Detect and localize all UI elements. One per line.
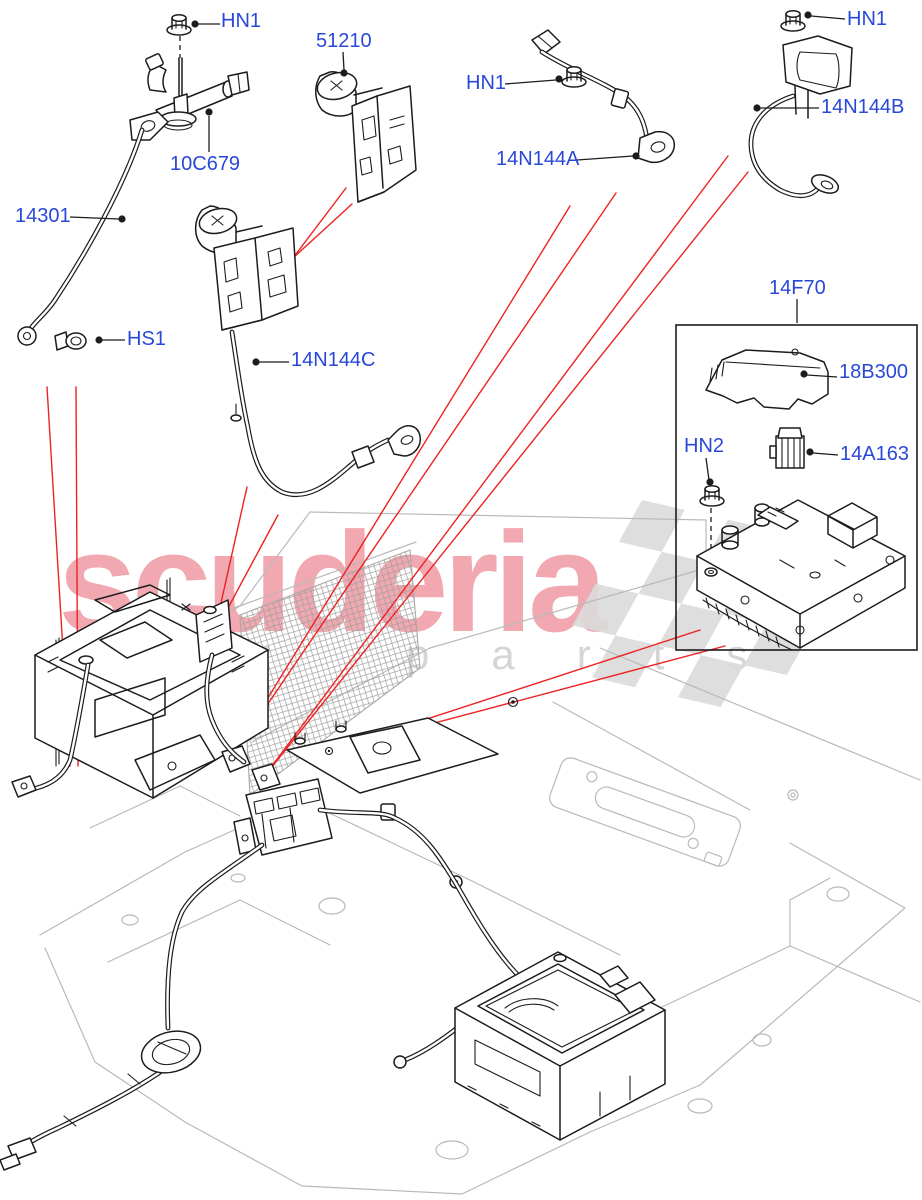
part-label-hn1-top-left: HN1 bbox=[221, 10, 262, 32]
part-label-14n144b: 14N144B bbox=[821, 96, 905, 118]
group-14f70 bbox=[675, 324, 918, 651]
part-label-hs1: HS1 bbox=[127, 328, 166, 350]
module-51210 bbox=[315, 71, 417, 203]
part-label-14301: 14301 bbox=[15, 205, 71, 227]
part-label-18b300: 18B300 bbox=[839, 361, 908, 383]
cable-14n144b bbox=[751, 10, 853, 197]
part-label-hn2: HN2 bbox=[684, 435, 725, 457]
cable-14301 bbox=[17, 130, 142, 346]
connector-14a163 bbox=[769, 427, 805, 469]
part-label-51210: 51210 bbox=[316, 30, 372, 52]
cable-14n144c bbox=[194, 205, 422, 495]
part-label-10c679: 10C679 bbox=[170, 153, 241, 175]
nut-hn2 bbox=[699, 485, 725, 507]
cover-18b300 bbox=[705, 348, 829, 410]
part-label-14n144c: 14N144C bbox=[291, 349, 376, 371]
red-locator-lines bbox=[46, 155, 749, 779]
floor-harness-cables bbox=[0, 655, 545, 1171]
front-battery bbox=[34, 577, 269, 799]
part-label-14f70: 14F70 bbox=[769, 277, 826, 299]
screw-hs1 bbox=[54, 331, 87, 351]
part-label-hn1-center: HN1 bbox=[466, 72, 507, 94]
floor-handle-bracket bbox=[549, 757, 741, 867]
part-label-14n144a: 14N144A bbox=[496, 148, 580, 170]
part-label-14a163: 14A163 bbox=[840, 443, 909, 465]
clamp-10c679 bbox=[129, 14, 250, 141]
cable-14n144a bbox=[531, 29, 676, 164]
junction-box-14f70 bbox=[696, 499, 906, 651]
label-leaders bbox=[69, 11, 846, 486]
part-label-hn1-top-right: HN1 bbox=[847, 8, 888, 30]
rear-battery bbox=[393, 951, 666, 1141]
14f70-frame bbox=[675, 324, 918, 651]
